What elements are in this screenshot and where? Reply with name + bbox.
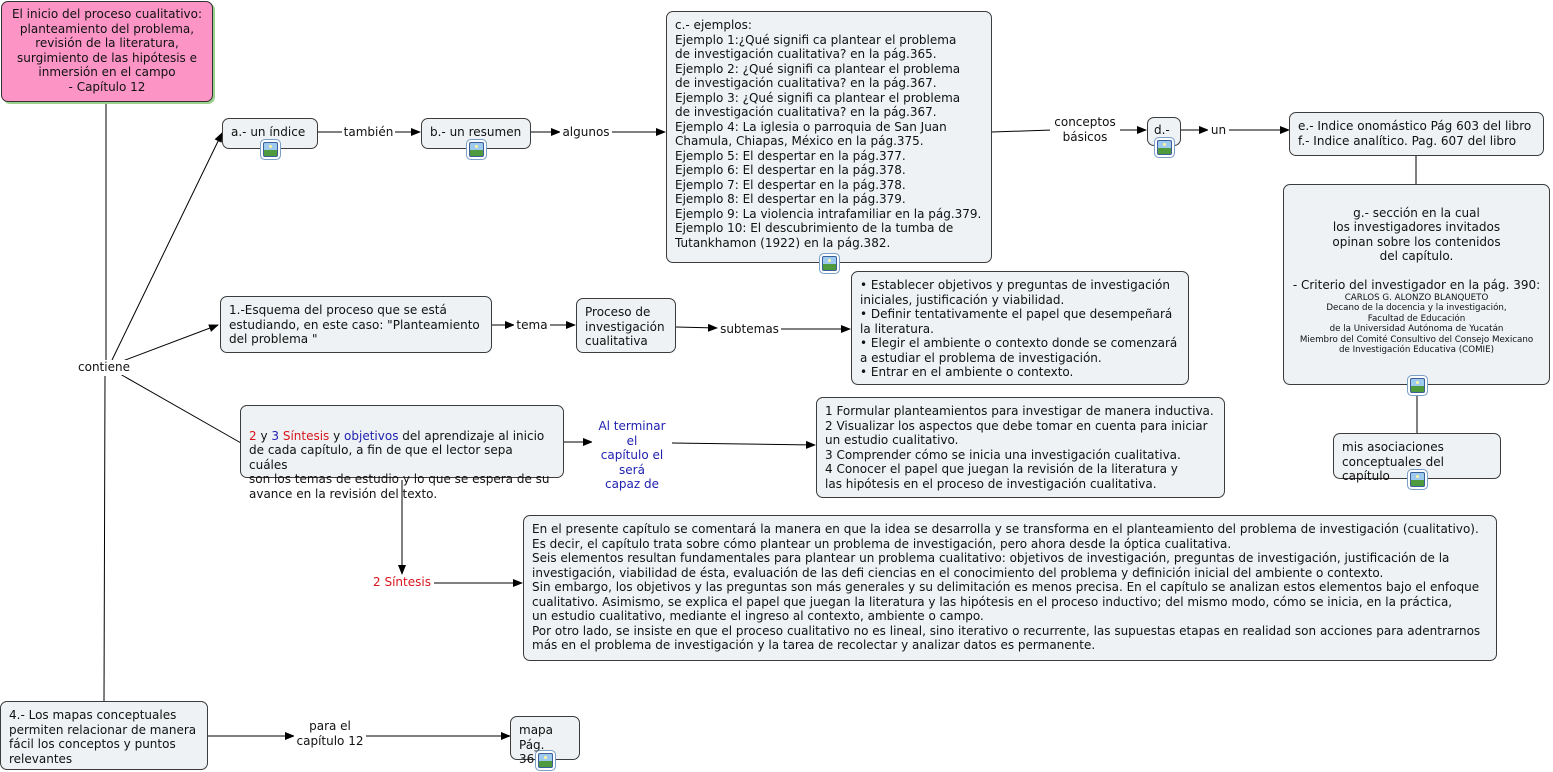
sintesis-rest-text: del aprendizaje al inicio de cada capítu…: [249, 428, 550, 501]
subtemas-node[interactable]: • Establecer objetivos y preguntas de in…: [851, 271, 1189, 385]
sintesis-number-3: 3: [271, 428, 280, 443]
link-trunk-mapas: [103, 375, 106, 703]
link-label-un: un: [1208, 123, 1229, 138]
sintesis-objetivos-node[interactable]: 2 y 3 Síntesis y objetivos del aprendiza…: [240, 405, 564, 501]
sintesis-texto-node[interactable]: En el presente capítulo se comentará la …: [523, 515, 1497, 661]
link-label-para-el: para el capítulo 12: [294, 719, 366, 748]
link-contiene-esquema: [119, 324, 219, 363]
investigadores-node[interactable]: g.- sección en la cual los investigadore…: [1283, 184, 1550, 385]
link-label-subtemas: subtemas: [718, 322, 781, 337]
objetivos-word: objetivos: [344, 428, 399, 443]
link-contiene-indice: [111, 132, 223, 361]
image-icon[interactable]: [263, 142, 278, 157]
ejemplos-node[interactable]: c.- ejemplos: Ejemplo 1:¿Qué signifi ca …: [666, 11, 992, 263]
investigadores-text: g.- sección en la cual los investigadore…: [1292, 205, 1541, 293]
esquema-node[interactable]: 1.-Esquema del proceso que se está estud…: [220, 296, 492, 353]
link-alterminar-objetivos: [670, 440, 816, 449]
link-label-tambien: también: [342, 125, 395, 140]
link-label-al-terminar: Al terminar el capítulo el será capaz de: [592, 419, 672, 492]
sintesis-number-2: 2: [249, 428, 257, 443]
link-label-2-sintesis: 2 Síntesis: [370, 575, 434, 590]
image-icon[interactable]: [1157, 140, 1172, 155]
resumen-node[interactable]: b.- un resumen: [421, 118, 531, 149]
mapa-node[interactable]: mapa Pág. 363: [510, 716, 580, 766]
image-icon[interactable]: [469, 142, 484, 157]
objetivos-node[interactable]: 1 Formular planteamientos para investiga…: [816, 397, 1225, 498]
sintesis-and-2: y: [329, 428, 345, 443]
sintesis-and-1: y: [256, 428, 272, 443]
link-label-conceptos-basicos: conceptos básicos: [1050, 115, 1120, 144]
asociaciones-node[interactable]: mis asociaciones conceptuales del capítu…: [1333, 433, 1501, 483]
indices-node[interactable]: e.- Indice onomástico Pág 603 del libro …: [1289, 112, 1544, 156]
root-topic-node[interactable]: El inicio del proceso cualitativo: plant…: [1, 1, 213, 102]
image-icon[interactable]: [1410, 378, 1425, 393]
mapas-node[interactable]: 4.- Los mapas conceptuales permiten rela…: [0, 701, 208, 770]
link-proceso-subtemas: [675, 323, 718, 332]
link-label-tema: tema: [514, 318, 550, 333]
image-icon[interactable]: [1410, 472, 1425, 487]
sintesis-word: Síntesis: [279, 428, 330, 443]
link-label-algunos: algunos: [560, 125, 612, 140]
image-icon[interactable]: [538, 753, 553, 768]
investigador-detalle: CARLOS G. ALONZO BLANQUETO Decano de la …: [1299, 292, 1534, 356]
link-label-contiene: contiene: [76, 360, 132, 375]
image-icon[interactable]: [822, 256, 837, 271]
link-ejemplos-conceptos: [991, 129, 1053, 133]
link-contiene-sintesis: [119, 373, 242, 444]
proceso-node[interactable]: Proceso de investigación cualitativa: [576, 298, 676, 353]
